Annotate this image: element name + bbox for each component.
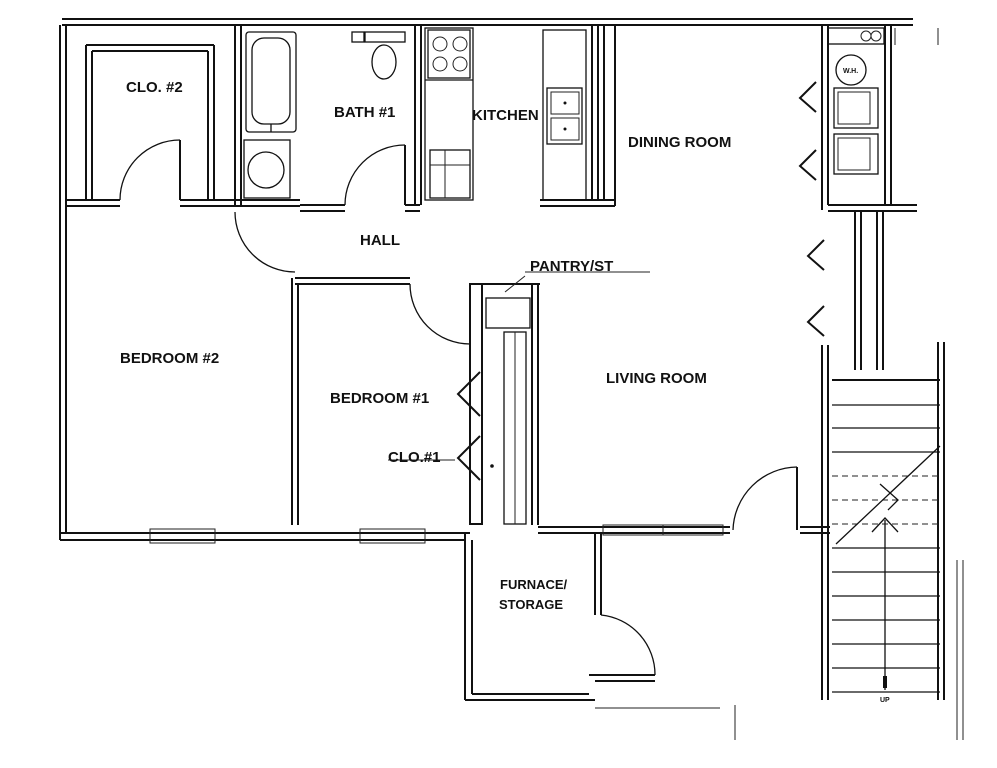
room-label-furnace-line2: STORAGE <box>499 597 563 612</box>
pantry <box>469 271 650 525</box>
room-label-pantry: PANTRY/ST <box>530 258 613 275</box>
hall <box>234 211 471 525</box>
kitchen <box>424 25 616 207</box>
furnace-storage <box>464 533 736 740</box>
room-label-dining-room: DINING ROOM <box>628 134 731 151</box>
room-label-kitchen: KITCHEN <box>472 107 539 124</box>
room-label-living-room: LIVING ROOM <box>606 370 707 387</box>
room-label-closet-1: CLO.#1 <box>388 449 441 466</box>
hall-closet <box>806 211 884 370</box>
closet-2 <box>66 25 300 207</box>
room-label-bedroom-2: BEDROOM #2 <box>120 350 219 367</box>
room-label-hall: HALL <box>360 232 400 249</box>
utility-closet: W.H. <box>798 27 885 181</box>
exterior-walls <box>59 18 917 544</box>
room-label-bedroom-1: BEDROOM #1 <box>330 390 429 407</box>
room-label-furnace-line1: FURNACE/ <box>500 577 568 592</box>
stair-up-label: UP <box>880 697 890 704</box>
room-label-closet-2: CLO. #2 <box>126 79 183 96</box>
entry-door <box>732 466 798 531</box>
closet-1-doors <box>388 371 494 481</box>
water-heater-label: W.H. <box>843 68 858 75</box>
room-label-bath-1: BATH #1 <box>334 104 395 121</box>
bath-1 <box>243 25 422 212</box>
staircase: UP <box>821 28 964 740</box>
